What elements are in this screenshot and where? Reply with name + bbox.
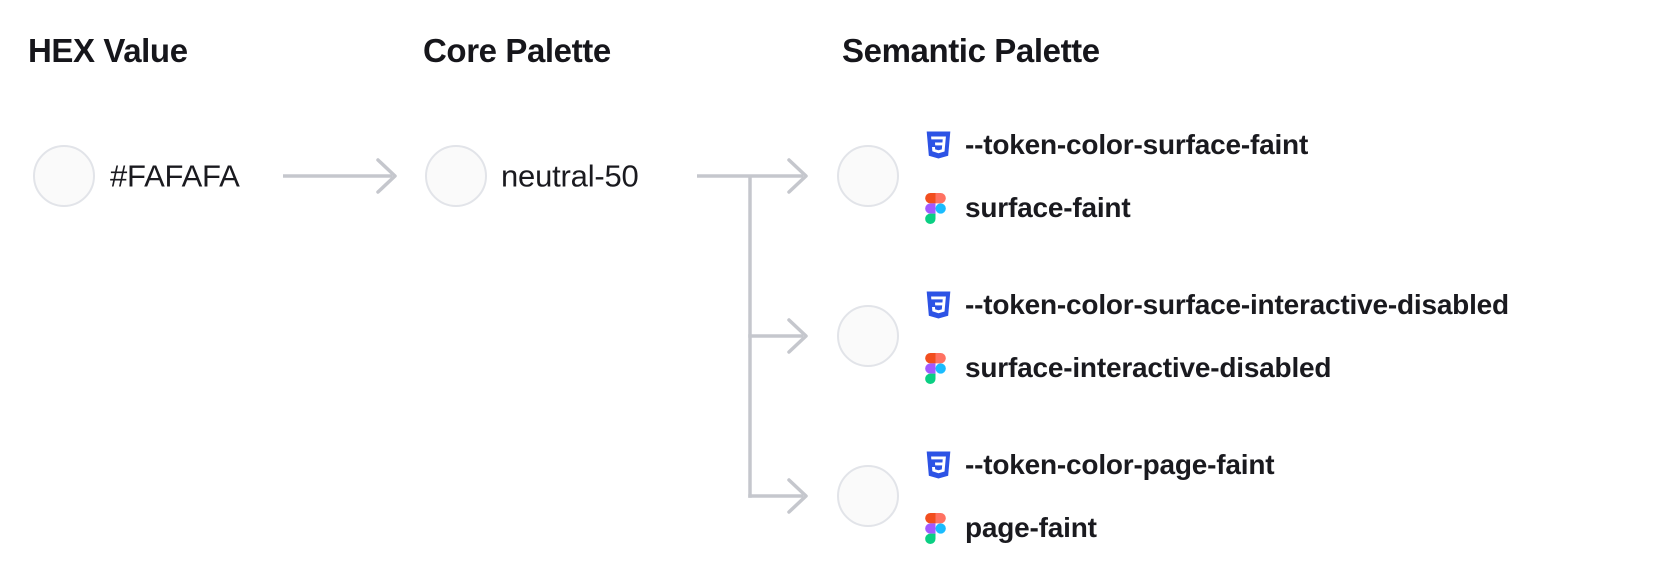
figma-icon [925,512,965,544]
css-token-line: --token-color-page-faint [925,433,1275,496]
core-palette-label: neutral-50 [501,158,639,194]
figma-token-line: surface-faint [925,176,1131,240]
figma-icon [925,192,965,224]
css3-icon [925,450,965,480]
arrowhead-hex-to-core [376,158,397,194]
css-token-line: --token-color-surface-interactive-disabl… [925,273,1509,336]
figma-token-line: surface-interactive-disabled [925,336,1332,400]
css-token-name: --token-color-surface-faint [965,128,1309,160]
figma-token-name: page-faint [965,512,1097,543]
arrowhead-core-to-semantic-1 [787,158,808,194]
figma-token-name: surface-interactive-disabled [965,352,1332,383]
hex-value-column-header: HEX Value [28,32,188,69]
core-color-swatch [425,145,487,207]
semantic-token-row: --token-color-surface-interactive-disabl… [837,273,1672,399]
css-token-name: --token-color-surface-interactive-disabl… [965,288,1509,320]
hex-value-label: #FAFAFA [110,158,240,194]
figma-token-line: page-faint [925,496,1097,560]
semantic-token-row: --token-color-surface-faint surface-fain… [837,113,1672,239]
semantic-token-row: --token-color-page-faint page-faint [837,433,1672,559]
css-token-name: --token-color-page-faint [965,448,1275,480]
arrowhead-core-to-semantic-3 [787,478,808,514]
figma-token-name: surface-faint [965,192,1131,223]
core-palette-column-header: Core Palette [423,32,611,69]
css-token-line: --token-color-surface-faint [925,113,1308,176]
semantic-color-swatch [837,145,899,207]
semantic-palette-column-header: Semantic Palette [842,32,1100,69]
arrowhead-core-to-semantic-2 [787,318,808,354]
semantic-color-swatch [837,305,899,367]
css3-icon [925,290,965,320]
css3-icon [925,130,965,160]
semantic-color-swatch [837,465,899,527]
hex-color-swatch [33,145,95,207]
figma-icon [925,352,965,384]
